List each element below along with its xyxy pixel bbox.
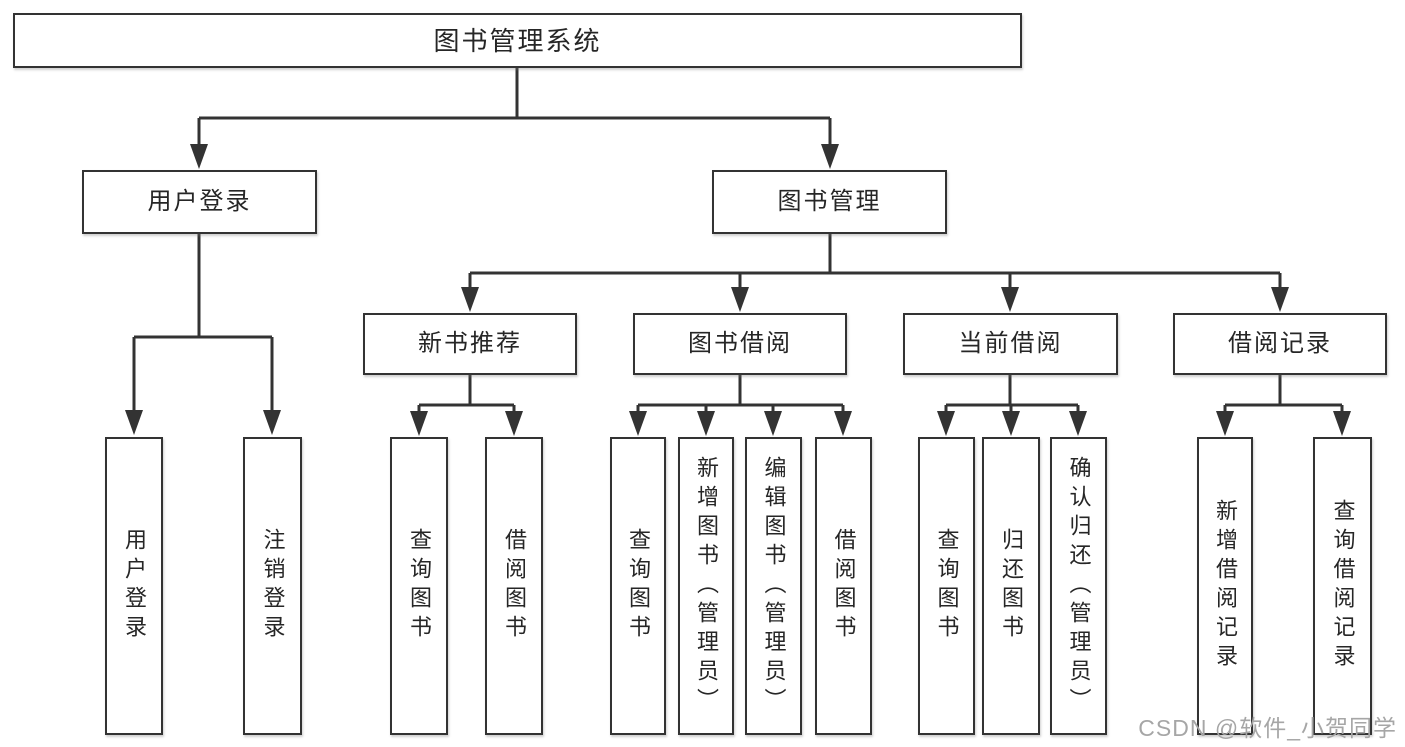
- leaf-query-book-borrow: 查询图书: [610, 437, 666, 735]
- leaf-user-login: 用户登录: [105, 437, 163, 735]
- leaf-query-borrow-record: 查询借阅记录: [1313, 437, 1372, 735]
- leaf-borrow-book: 借阅图书: [815, 437, 872, 735]
- connector-user-login-children: [125, 234, 281, 435]
- node-new-book-recommend: 新书推荐: [363, 313, 577, 375]
- connector-current-borrow-children: [937, 375, 1087, 436]
- node-borrow-records: 借阅记录: [1173, 313, 1387, 375]
- leaf-borrow-book-recommend: 借阅图书: [485, 437, 543, 735]
- watermark: CSDN @软件_小贺同学: [1138, 715, 1397, 741]
- leaf-edit-book-admin: 编辑图书（管理员）: [745, 437, 802, 735]
- connector-borrow-records-children: [1216, 375, 1351, 436]
- leaf-confirm-return-admin: 确认归还（管理员）: [1050, 437, 1107, 735]
- leaf-add-book-admin: 新增图书（管理员）: [678, 437, 734, 735]
- node-book-borrow: 图书借阅: [633, 313, 847, 375]
- leaf-add-borrow-record: 新增借阅记录: [1197, 437, 1253, 735]
- node-user-login: 用户登录: [82, 170, 317, 234]
- connector-book-borrow-children: [629, 375, 852, 436]
- connector-root-to-level2: [190, 68, 839, 169]
- node-current-borrow: 当前借阅: [903, 313, 1118, 375]
- leaf-logout-login: 注销登录: [243, 437, 302, 735]
- connector-book-management-children: [461, 234, 1289, 312]
- leaf-query-book-current: 查询图书: [918, 437, 975, 735]
- node-root: 图书管理系统: [13, 13, 1022, 68]
- node-book-management: 图书管理: [712, 170, 947, 234]
- leaf-query-book-recommend: 查询图书: [390, 437, 448, 735]
- connector-new-book-recommend-children: [410, 375, 523, 436]
- leaf-return-book: 归还图书: [982, 437, 1040, 735]
